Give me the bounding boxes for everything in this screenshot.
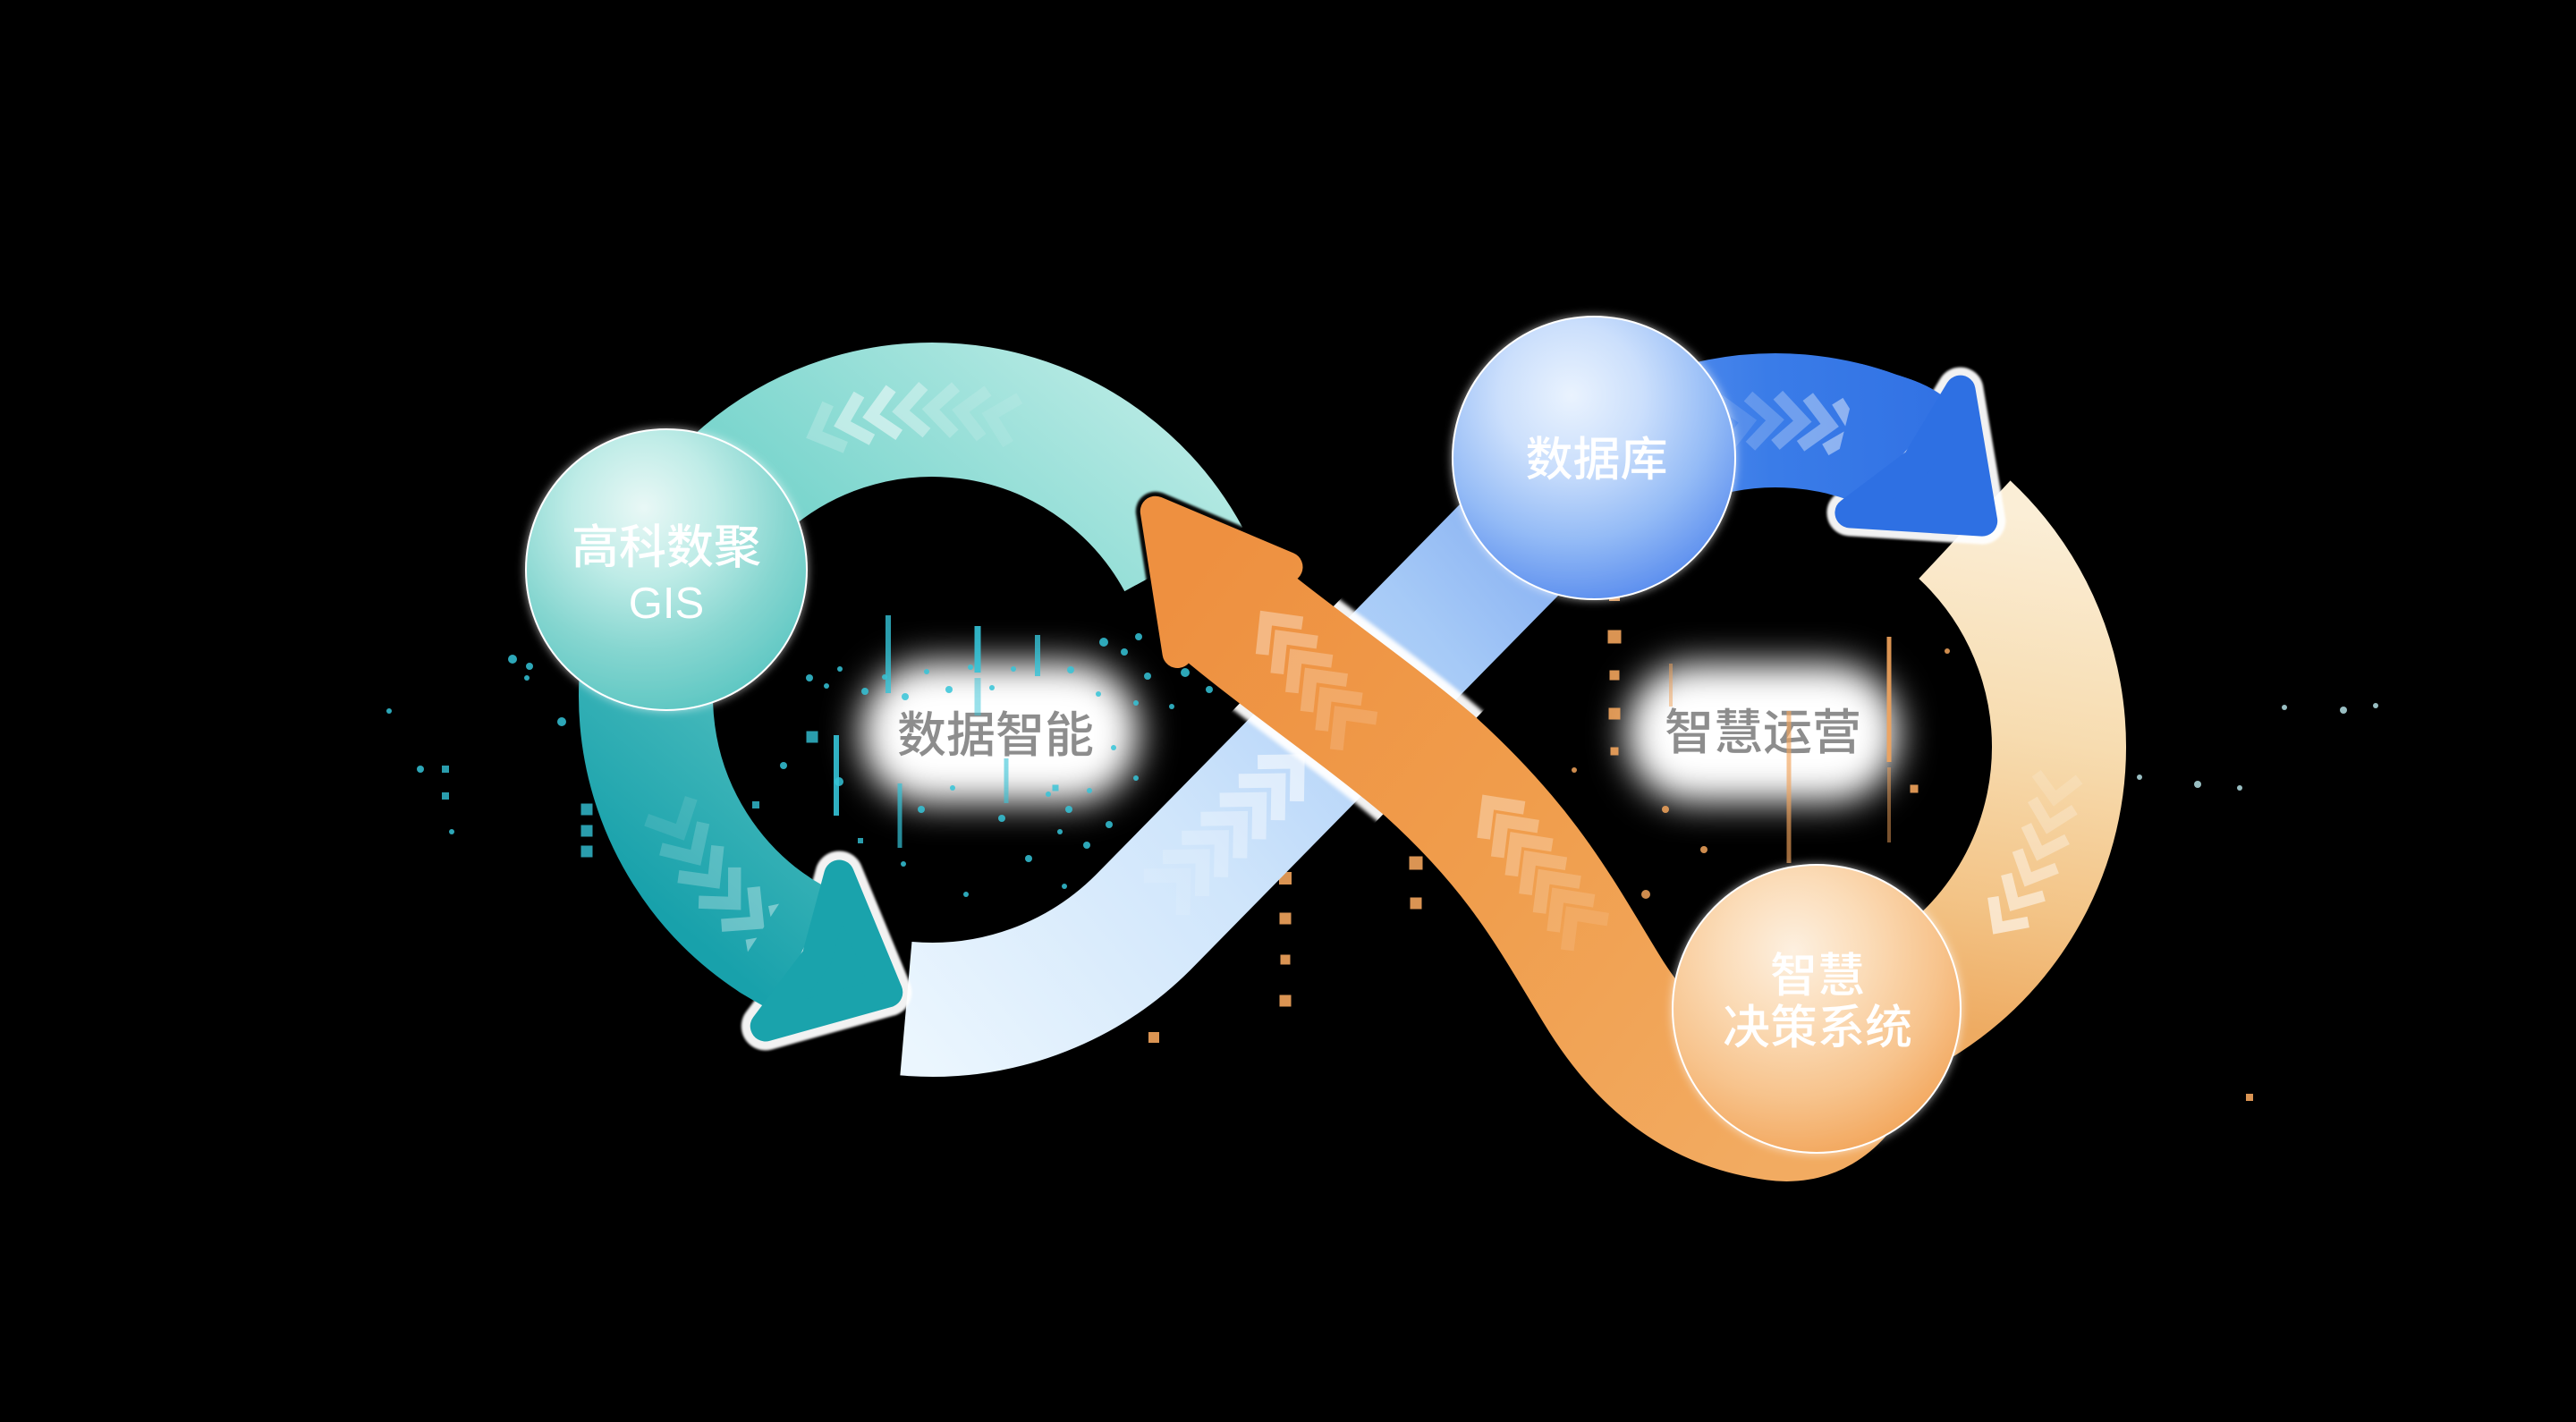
svg-text:GIS: GIS — [629, 580, 704, 628]
